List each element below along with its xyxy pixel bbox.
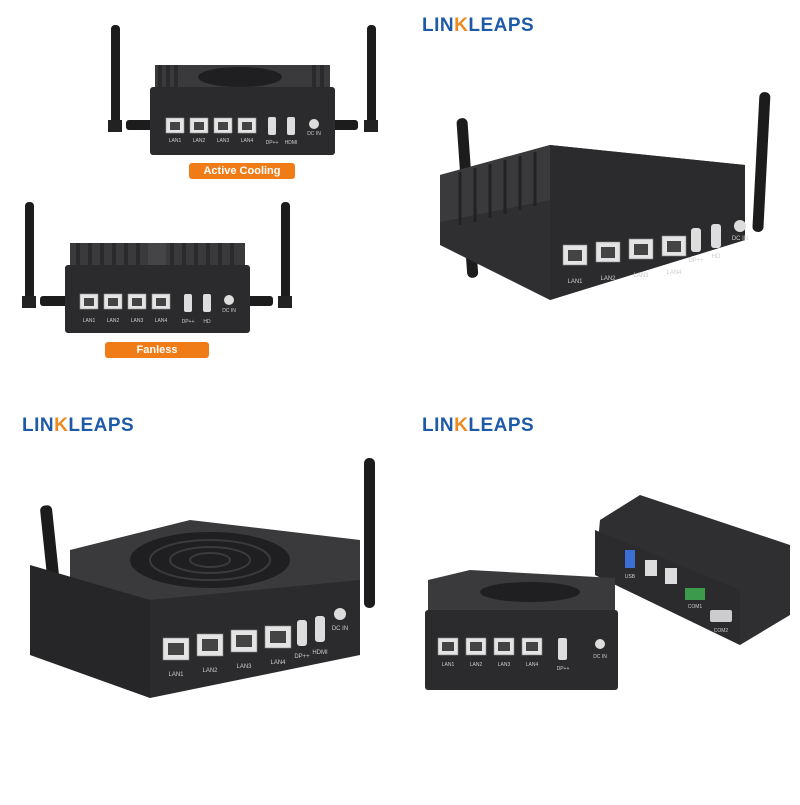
ac-lan2-label: LAN2 <box>202 668 218 674</box>
front-lan2-label: LAN2 <box>470 662 483 668</box>
persp-lan2-label: LAN2 <box>600 276 616 282</box>
front-unit: LAN1 LAN2 LAN3 LAN4 DP++ DC IN <box>425 570 618 690</box>
persp-lan1-label: LAN1 <box>567 279 583 285</box>
dc-in-label: DC IN <box>307 131 321 137</box>
persp-lan3-label: LAN3 <box>633 273 649 279</box>
front-lan4-label: LAN4 <box>526 662 539 668</box>
fanless-lan4-label: LAN4 <box>155 318 168 324</box>
ac-dp-label: DP++ <box>294 654 310 660</box>
ac-lan4-label: LAN4 <box>270 660 286 666</box>
active-cooling-unit: LAN1 LAN2 LAN3 LAN4 DP++ HDMI DC IN <box>108 25 378 155</box>
rear-unit: USB COM1 COM2 <box>595 495 790 645</box>
lan3-label: LAN3 <box>217 138 230 144</box>
dp-label: DP++ <box>266 140 279 146</box>
persp-lan4-label: LAN4 <box>666 270 682 276</box>
fanless-lan1-label: LAN1 <box>83 318 96 324</box>
product-front-views-illustration: LAN1 LAN2 LAN3 LAN4 DP++ HDMI DC IN <box>22 25 378 333</box>
active-cooling-badge: Active Cooling <box>189 163 295 179</box>
fanless-perspective-illustration: LAN1 LAN2 LAN3 LAN4 DP++ HD DC IN <box>440 92 771 300</box>
front-lan3-label: LAN3 <box>498 662 511 668</box>
persp-dc-in-label: DC IN <box>732 236 748 242</box>
ac-lan1-label: LAN1 <box>168 672 184 678</box>
active-cooling-perspective-illustration: LAN1 LAN2 LAN3 LAN4 DP++ HDMI DC IN <box>30 458 375 698</box>
hdmi-label: HDMI <box>285 140 298 146</box>
front-lan1-label: LAN1 <box>442 662 455 668</box>
quadrant-bottom-left: LINKLEAPS LAN1 LAN2 LAN3 LAN4 DP++ HDMI … <box>0 400 400 800</box>
brand-logo: LINKLEAPS <box>422 15 535 36</box>
lan2-label: LAN2 <box>193 138 206 144</box>
fanless-dc-in-label: DC IN <box>222 308 236 314</box>
front-dc-in-label: DC IN <box>593 654 607 660</box>
rear-com1-label: COM1 <box>688 604 703 610</box>
fanless-unit: LAN1 LAN2 LAN3 LAN4 DP++ HD DC IN <box>22 202 292 333</box>
brand-logo: LINKLEAPS <box>422 415 535 436</box>
persp-dp-label: DP++ <box>688 258 704 264</box>
rear-com2-label: COM2 <box>714 628 729 634</box>
lan1-label: LAN1 <box>169 138 182 144</box>
fanless-hd-label: HD <box>203 319 211 325</box>
rear-usb-label: USB <box>625 574 636 580</box>
fanless-lan2-label: LAN2 <box>107 318 120 324</box>
fanless-lan3-label: LAN3 <box>131 318 144 324</box>
ac-hdmi-label: HDMI <box>312 650 328 656</box>
lan4-label: LAN4 <box>241 138 254 144</box>
persp-hd-label: HD <box>712 254 721 260</box>
fanless-badge: Fanless <box>105 342 209 358</box>
front-rear-views-illustration: USB COM1 COM2 LAN1 LAN2 LAN3 LAN4 DP++ <box>425 495 790 690</box>
quadrant-top-left: LAN1 LAN2 LAN3 LAN4 DP++ HDMI DC IN <box>0 0 400 400</box>
quadrant-bottom-right: LINKLEAPS USB COM1 COM2 <box>400 400 800 800</box>
ac-lan3-label: LAN3 <box>236 664 252 670</box>
quadrant-top-right: LINKLEAPS LAN1 LAN2 LAN3 LAN4 DP++ HD DC… <box>400 0 800 400</box>
brand-logo: LINKLEAPS <box>22 415 135 436</box>
fanless-dp-label: DP++ <box>182 319 195 325</box>
ac-dc-in-label: DC IN <box>332 626 348 632</box>
front-dp-label: DP++ <box>557 666 570 672</box>
